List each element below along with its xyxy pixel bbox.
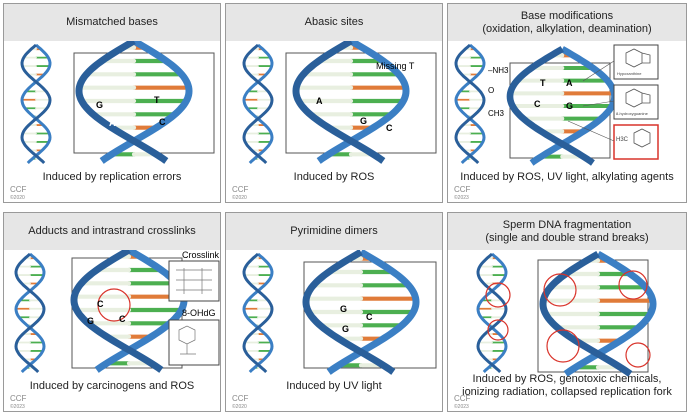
dna-illustration: Missing T A G C	[242, 41, 437, 165]
structure-box	[613, 84, 659, 120]
small-dna-helix	[14, 252, 46, 374]
dna-illustration: –NH3 O CH3 T A C G Hypoxanthine 8-hydrox…	[454, 43, 659, 166]
base-label: G	[87, 316, 94, 326]
dna-illustration: G G C	[242, 250, 437, 375]
dna-illustration	[476, 250, 657, 377]
panel-caption: Induced by replication errors	[42, 171, 182, 183]
missing-base-label: Missing T	[376, 61, 415, 71]
group-label: CH3	[488, 109, 505, 118]
break-circle	[485, 282, 511, 308]
dna-illustration: C C G Crosslink 8-OHdG	[14, 250, 220, 374]
copyright-year: ©2023	[10, 404, 25, 410]
large-dna-helix	[302, 250, 420, 375]
large-dna-helix	[75, 41, 193, 164]
panel-caption: Induced by ROS, UV light, alkylating age…	[460, 171, 674, 183]
copyright-year: ©2023	[454, 195, 469, 201]
oxidation-label: 8-OHdG	[182, 308, 216, 318]
panel-caption: Induced by ROS, genotoxic chemicals, ion…	[462, 373, 672, 398]
credit-logo: CCF	[232, 394, 249, 403]
credit-logo: CCF	[454, 185, 471, 194]
small-dna-helix	[242, 252, 274, 374]
base-label: C	[119, 314, 126, 324]
small-dna-helix	[242, 43, 274, 165]
large-dna-helix	[539, 250, 657, 377]
credit-logo: CCF	[10, 394, 27, 403]
base-label: T	[154, 95, 160, 105]
panel-sperm-dna-fragmentation: Sperm DNA fragmentation (single and doub…	[447, 212, 687, 412]
small-dna-helix	[454, 43, 486, 165]
base-label: C	[534, 99, 541, 109]
base-label: G	[360, 116, 367, 126]
large-dna-helix	[292, 41, 410, 164]
panel-pyrimidine-dimers: Pyrimidine dimers G G C Induced by UV li…	[225, 212, 443, 412]
base-label: A	[566, 78, 573, 88]
structure-name: Hypoxanthine	[617, 71, 642, 76]
group-label: –NH3	[488, 66, 509, 75]
panel-title: Base modifications (oxidation, alkylatio…	[448, 4, 686, 41]
base-label: C	[97, 299, 104, 309]
panel-adducts-crosslinks: Adducts and intrastrand crosslinks C C G…	[3, 212, 221, 412]
base-label: G	[340, 304, 347, 314]
structure-box	[168, 319, 220, 366]
panel-caption: Induced by ROS	[293, 171, 375, 183]
break-circle	[546, 329, 580, 363]
copyright-year: ©2020	[10, 195, 25, 201]
panel-caption: Induced by carcinogens and ROS	[29, 380, 195, 392]
base-label: C	[159, 117, 166, 127]
break-circle	[543, 273, 577, 307]
structure-name: 8-hydroxyguanine	[616, 111, 649, 116]
panel-base-modifications: Base modifications (oxidation, alkylatio…	[447, 3, 687, 203]
large-dna-helix	[506, 46, 618, 166]
small-dna-helix	[476, 252, 508, 374]
panel-title: Sperm DNA fragmentation (single and doub…	[448, 213, 686, 250]
base-label: C	[366, 312, 373, 322]
base-label: G	[342, 324, 349, 334]
panel-title: Mismatched bases	[4, 4, 220, 41]
credit-logo: CCF	[232, 185, 249, 194]
panel-title: Abasic sites	[226, 4, 442, 41]
structure-box	[168, 260, 220, 302]
structure-box	[613, 44, 659, 80]
base-label: A	[316, 96, 323, 106]
structure-name: H3C	[616, 137, 629, 143]
base-label: A	[109, 118, 116, 128]
panel-caption: Induced by UV light	[286, 380, 382, 392]
structure-box	[613, 124, 659, 160]
credit-logo: CCF	[10, 185, 27, 194]
break-circle	[625, 342, 651, 368]
break-circle	[618, 270, 648, 300]
highlight-circle	[97, 288, 131, 322]
panel-title: Adducts and intrastrand crosslinks	[4, 213, 220, 250]
copyright-year: ©2020	[232, 195, 247, 201]
group-label: O	[488, 86, 494, 95]
panel-mismatched-bases: Mismatched bases G T A C Induced by repl…	[3, 3, 221, 203]
base-label: G	[566, 101, 573, 111]
copyright-year: ©2023	[454, 404, 469, 410]
crosslink-label: Crosslink	[182, 250, 220, 260]
break-circle	[487, 319, 509, 341]
panel-abasic-sites: Abasic sites Missing T A G C Induced by …	[225, 3, 443, 203]
base-label: T	[540, 78, 546, 88]
dna-illustration: G T A C	[20, 41, 215, 165]
panel-title: Pyrimidine dimers	[226, 213, 442, 250]
credit-logo: CCF	[454, 394, 471, 403]
small-dna-helix	[20, 43, 52, 165]
base-label: C	[386, 123, 393, 133]
base-label: G	[96, 100, 103, 110]
large-dna-helix	[70, 250, 188, 373]
copyright-year: ©2020	[232, 404, 247, 410]
